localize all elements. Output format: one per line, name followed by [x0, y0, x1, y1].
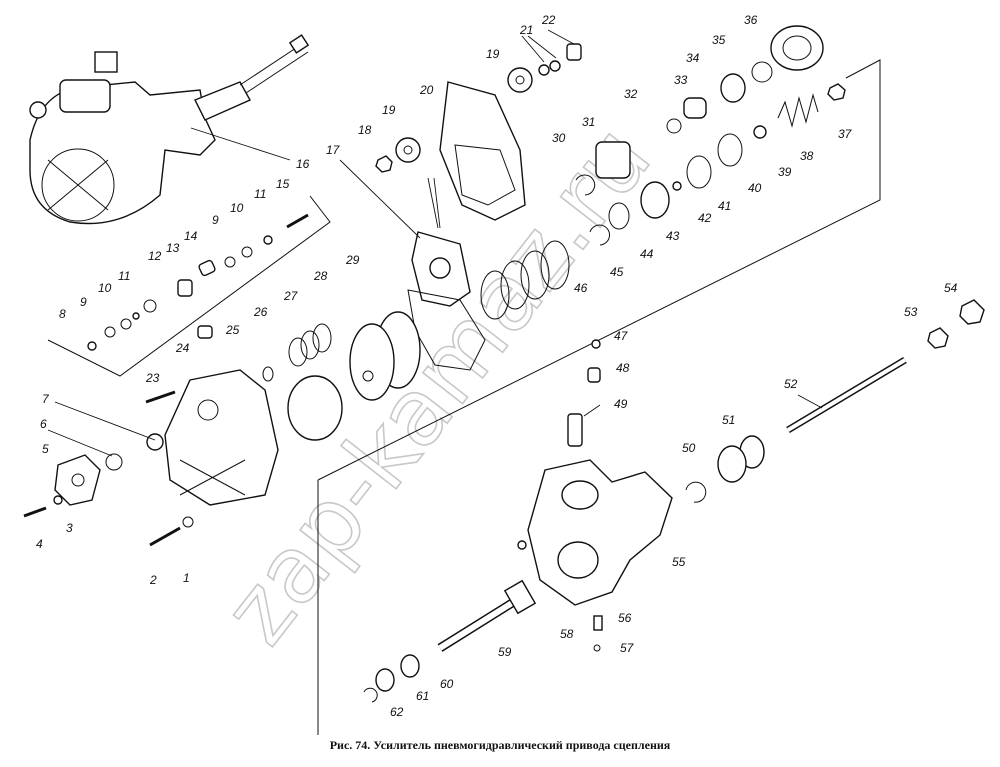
callout-38: 38 — [800, 149, 814, 163]
callout-4: 4 — [36, 537, 43, 551]
callout-labels: 1 2 3 4 5 6 7 8 9 10 11 12 13 14 9 10 11… — [36, 13, 958, 719]
callout-23: 23 — [145, 371, 160, 385]
callout-12: 12 — [148, 249, 162, 263]
fitting-51 — [717, 435, 765, 483]
callout-51: 51 — [722, 413, 735, 427]
callout-7: 7 — [42, 392, 50, 406]
callout-31: 31 — [582, 115, 595, 129]
callout-26: 26 — [253, 305, 268, 319]
callout-29: 29 — [345, 253, 360, 267]
callout-47: 47 — [614, 329, 629, 343]
callout-11: 11 — [118, 269, 130, 283]
callout-24: 24 — [175, 341, 190, 355]
housing-55 — [527, 459, 673, 606]
callout-43: 43 — [666, 229, 680, 243]
spring-38 — [777, 93, 819, 128]
callout-8: 8 — [59, 307, 66, 321]
callout-10b: 10 — [230, 201, 244, 215]
cylinder-housing-25 — [164, 369, 279, 506]
callout-21: 21 — [519, 23, 533, 37]
callout-25: 25 — [225, 323, 240, 337]
callout-14: 14 — [184, 229, 198, 243]
callout-54: 54 — [944, 281, 958, 295]
rod-59 — [437, 579, 537, 652]
callout-22: 22 — [541, 13, 556, 27]
callout-13: 13 — [166, 241, 180, 255]
callout-19b: 19 — [486, 47, 500, 61]
callout-49: 49 — [614, 397, 628, 411]
callout-27: 27 — [283, 289, 299, 303]
callout-1: 1 — [183, 571, 190, 585]
callout-52: 52 — [784, 377, 798, 391]
callout-33: 33 — [674, 73, 688, 87]
spring-27 — [288, 323, 332, 367]
valve-body-5 — [54, 454, 101, 506]
callout-10: 10 — [98, 281, 112, 295]
callout-42: 42 — [698, 211, 712, 225]
callout-58: 58 — [560, 627, 574, 641]
callout-6: 6 — [40, 417, 47, 431]
callout-37: 37 — [838, 127, 853, 141]
booster-assembly — [29, 34, 310, 225]
callout-34: 34 — [686, 51, 700, 65]
callout-17: 17 — [326, 143, 341, 157]
callout-57: 57 — [620, 641, 635, 655]
small-parts — [23, 25, 985, 703]
callout-5: 5 — [42, 442, 49, 456]
callout-61: 61 — [416, 689, 429, 703]
callout-39: 39 — [778, 165, 792, 179]
callout-9b: 9 — [212, 213, 219, 227]
callout-18: 18 — [358, 123, 372, 137]
callout-50: 50 — [682, 441, 696, 455]
callout-56: 56 — [618, 611, 632, 625]
spring-46 — [480, 240, 570, 320]
callout-16: 16 — [296, 157, 310, 171]
callout-11b: 11 — [254, 187, 266, 201]
callout-32: 32 — [624, 87, 638, 101]
callout-40: 40 — [748, 181, 762, 195]
callout-2: 2 — [149, 573, 157, 587]
callout-20: 20 — [419, 83, 434, 97]
callout-48: 48 — [616, 361, 630, 375]
callout-62: 62 — [390, 705, 404, 719]
callout-19: 19 — [382, 103, 396, 117]
callout-28: 28 — [313, 269, 328, 283]
callout-46: 46 — [574, 281, 588, 295]
callout-59: 59 — [498, 645, 512, 659]
callout-55: 55 — [672, 555, 686, 569]
seal-28 — [287, 375, 343, 441]
figure-caption: Рис. 74. Усилитель пневмогидравлический … — [329, 738, 671, 752]
callout-44: 44 — [640, 247, 654, 261]
callout-35: 35 — [712, 33, 726, 47]
stud-52 — [786, 356, 907, 434]
leader-lines — [47, 29, 823, 457]
callout-9: 9 — [80, 295, 87, 309]
callout-30: 30 — [552, 131, 566, 145]
group-boundary-lines — [47, 59, 881, 735]
piston-29 — [349, 311, 421, 401]
callout-45: 45 — [610, 265, 624, 279]
callout-60: 60 — [440, 677, 454, 691]
callout-53: 53 — [904, 305, 918, 319]
callout-41: 41 — [718, 199, 731, 213]
cover-plate-20 — [439, 81, 526, 221]
callout-3: 3 — [66, 521, 73, 535]
callout-36: 36 — [744, 13, 758, 27]
callout-15: 15 — [276, 177, 290, 191]
